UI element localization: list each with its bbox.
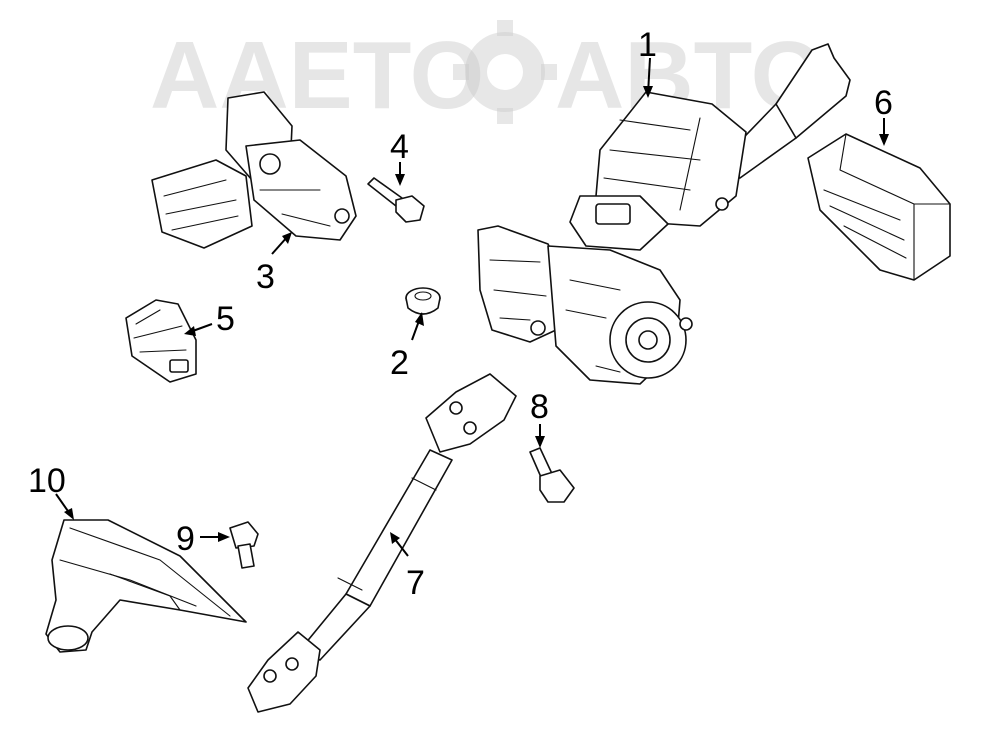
part-9-bolt <box>229 521 259 569</box>
callout-10: 10 <box>28 462 66 500</box>
watermark-gear-icon <box>453 20 557 124</box>
arrow-head-10-icon <box>64 508 74 520</box>
callout-1: 1 <box>638 26 657 64</box>
part-6-control-module <box>807 133 951 281</box>
watermark-left-text: AAETO <box>150 22 484 129</box>
arrow-head-8-icon <box>535 436 545 448</box>
part-4-bolt <box>367 177 425 223</box>
callout-7: 7 <box>406 564 425 602</box>
part-5-switch <box>125 299 197 383</box>
arrow-head-4-icon <box>395 174 405 186</box>
arrow-head-5-icon <box>184 326 196 336</box>
callout-5: 5 <box>216 300 235 338</box>
arrow-head-9-icon <box>218 532 230 542</box>
callout-6: 6 <box>874 84 893 122</box>
part-10-boot <box>45 519 247 653</box>
callout-3: 3 <box>256 258 275 296</box>
callout-4: 4 <box>390 128 409 166</box>
leader-lines <box>55 57 889 557</box>
arrow-head-1-icon <box>643 86 653 98</box>
callout-8: 8 <box>530 388 549 426</box>
part-3-lock-housing <box>151 91 357 249</box>
callout-2: 2 <box>390 344 409 382</box>
callout-labels: 1 2 3 4 5 6 7 8 9 10 <box>28 26 893 602</box>
leader-7 <box>393 537 409 557</box>
arrow-head-7-icon <box>390 532 400 544</box>
callout-9: 9 <box>176 520 195 558</box>
part-1-steering-column <box>477 43 851 385</box>
part-8-bolt <box>529 447 575 503</box>
arrow-head-2-icon <box>415 312 424 326</box>
part-2-nut <box>405 287 441 315</box>
arrow-head-3-icon <box>282 232 292 244</box>
arrow-head-6-icon <box>879 134 889 146</box>
part-7-intermediate-shaft <box>247 373 517 713</box>
